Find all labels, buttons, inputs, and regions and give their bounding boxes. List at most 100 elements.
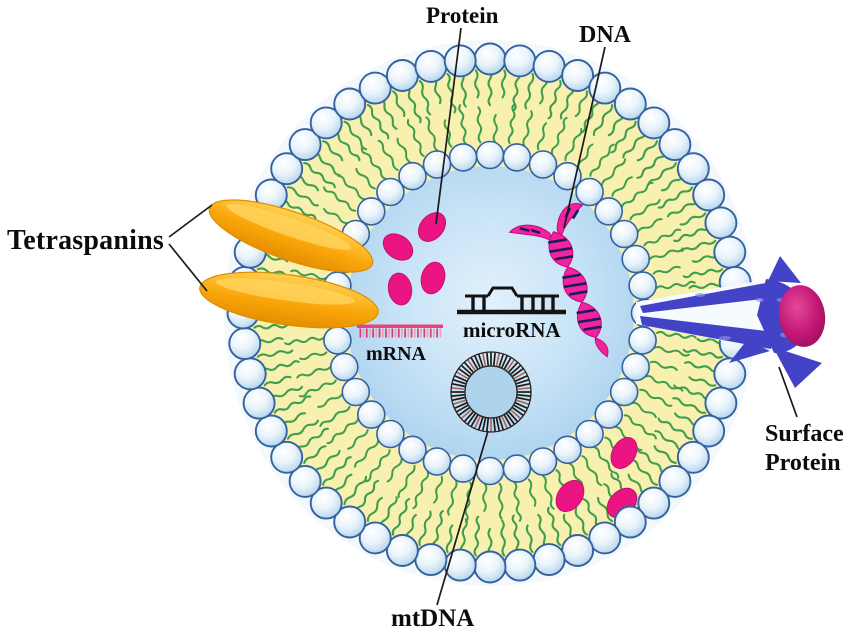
lipid-tail <box>354 479 380 515</box>
lipid-head-bead <box>528 150 558 179</box>
lipid-tail <box>392 90 406 118</box>
lipid-head-bead <box>414 49 448 83</box>
protein-molecule <box>387 272 413 306</box>
lipid-tail <box>286 186 319 207</box>
lipid-head-bead <box>356 197 386 226</box>
lipid-tail <box>652 265 681 275</box>
lipid-tail <box>623 414 657 440</box>
lipid-tail <box>649 360 678 371</box>
lipid-tail <box>337 174 366 201</box>
lipid-tail <box>497 482 504 520</box>
lipid-tail <box>353 439 380 468</box>
lipid-tail <box>636 140 658 162</box>
protein-cluster <box>382 212 447 306</box>
mtdna-tick <box>474 415 481 429</box>
mrna-tooth <box>369 328 371 338</box>
mtdna-tick <box>470 357 479 370</box>
lipid-head-bead <box>561 59 595 92</box>
lipid-tail <box>405 84 422 124</box>
lipid-tail <box>631 459 658 486</box>
label-protein: Protein <box>426 3 499 28</box>
lipid-tail <box>593 446 620 479</box>
lipid-tail <box>418 79 432 116</box>
lipid-head-bead <box>532 49 566 83</box>
lipid-head-bead <box>609 219 639 249</box>
lipid-head-bead <box>658 464 692 498</box>
lipid-head-bead <box>376 177 405 207</box>
lipid-tail <box>568 462 584 489</box>
lipid-head-bead <box>676 440 710 474</box>
mrna-tooth <box>397 328 400 338</box>
lipid-tail <box>511 514 520 556</box>
lipid-tail <box>263 375 292 387</box>
lipid-tail <box>366 103 390 140</box>
lipid-tail <box>343 120 368 151</box>
surface-protein-structure <box>636 256 826 388</box>
lipid-tail <box>418 510 432 547</box>
mtdna-tick <box>452 382 466 388</box>
mtdna-tick <box>451 393 465 397</box>
lipid-head-bead <box>385 534 419 567</box>
lipid-tail <box>673 225 712 243</box>
mtdna-tick <box>516 396 530 402</box>
label-mtdna: mtDNA <box>391 605 475 632</box>
lipid-tail <box>322 140 344 162</box>
surface-protein-spike-bottom <box>773 347 822 388</box>
mrna-structure <box>357 324 443 338</box>
mrna-tooth <box>372 328 374 338</box>
lipid-tail <box>386 457 403 483</box>
lipid-head-bead <box>637 486 671 520</box>
mrna-backbone <box>357 324 443 328</box>
mrna-tooth <box>391 328 394 338</box>
lipid-head-bead <box>356 400 386 429</box>
lipid-head-bead <box>323 326 352 355</box>
lipid-tail <box>482 482 488 512</box>
lipid-head-bead <box>676 152 710 186</box>
lipid-tail <box>513 481 522 522</box>
mtdna-tick <box>453 399 467 406</box>
lipid-tail <box>647 162 677 186</box>
mrna-tooth <box>378 328 381 338</box>
lipid-head-bead <box>443 44 477 78</box>
lipid-tail <box>299 351 328 361</box>
mtdna-tick <box>463 362 474 373</box>
label-tetraspanins: Tetraspanins <box>7 225 164 256</box>
lipid-head-bead <box>588 521 622 555</box>
mtdna-tick <box>510 364 521 375</box>
dna-helix <box>508 203 609 358</box>
leader-line-dna <box>563 46 606 229</box>
lipid-tail <box>474 69 480 99</box>
leader-line-surface-protein <box>778 366 798 418</box>
lipid-tail <box>597 496 614 523</box>
lipid-tail <box>432 475 444 504</box>
lipid-head-bead <box>333 87 367 121</box>
lipid-tail <box>312 449 341 476</box>
mrna-tooth <box>417 328 419 338</box>
lipid-tail <box>326 417 360 445</box>
mtdna-tick <box>474 355 481 369</box>
lipid-tail <box>319 405 351 428</box>
lipid-tail <box>524 72 535 110</box>
lipid-head-bead <box>473 42 507 76</box>
lipid-tail <box>365 449 391 483</box>
lipid-head-bead <box>475 140 505 170</box>
mtdna-outer-rim <box>450 351 532 433</box>
mtdna-tick <box>514 375 528 382</box>
leader-line-tetraspanin-upper <box>168 204 213 238</box>
mtdna-tick <box>511 368 524 378</box>
lipid-tail <box>600 158 627 187</box>
mrna-tooth <box>381 328 384 338</box>
mrna-tooth <box>394 328 397 338</box>
mtdna-tick <box>477 416 484 430</box>
lipid-tail <box>296 365 332 379</box>
mtdna-tick <box>516 382 530 388</box>
lipid-head-bead <box>503 44 537 78</box>
lipid-tail <box>679 212 707 226</box>
leader-line-protein <box>435 27 462 225</box>
lipid-tail <box>366 496 383 523</box>
tetraspanin-lower <box>199 271 379 329</box>
protein-molecule <box>417 212 447 242</box>
lipid-tail <box>347 429 369 450</box>
membrane-protein-cluster <box>555 437 638 519</box>
